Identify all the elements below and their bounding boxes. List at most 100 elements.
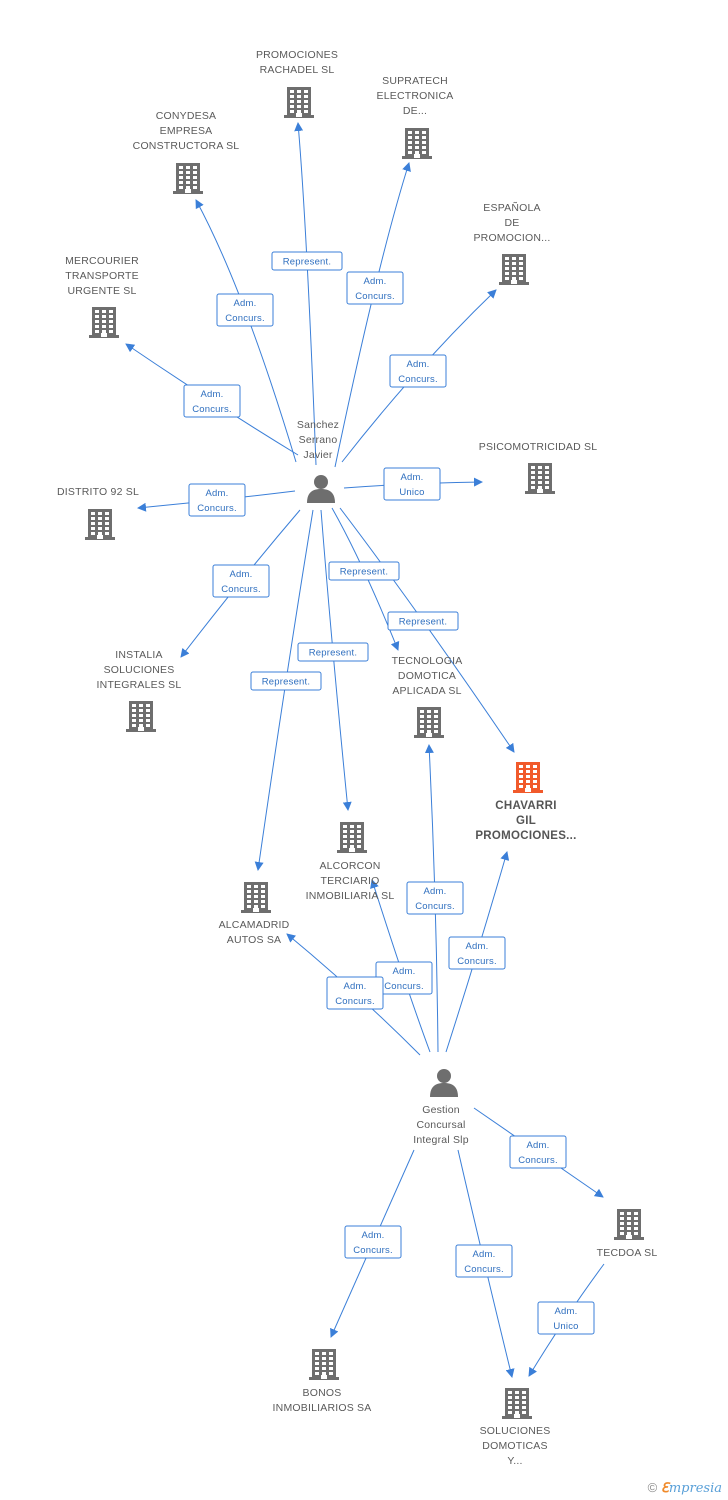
edge-label-box [448, 936, 506, 970]
edge-label-sanchez-to-conydesa[interactable]: Adm.Concurs. [216, 293, 274, 327]
edge-label-box [344, 1225, 402, 1259]
edge-label-text: Adm. [201, 389, 224, 400]
building-icon [126, 701, 156, 732]
empresia-logo[interactable]: ℇmpresia [660, 1481, 722, 1496]
edge-label-text: Represent. [309, 648, 357, 659]
copyright-icon: © [647, 1480, 658, 1495]
node-label: ELECTRONICA [377, 90, 454, 102]
edge-label-box [326, 976, 384, 1010]
edge-label-gestion-to-alcamadrid[interactable]: Adm.Concurs. [326, 976, 384, 1010]
edge-label-gestion-to-bonos[interactable]: Adm. Concurs. [344, 1225, 402, 1259]
node-supratech[interactable]: SUPRATECH ELECTRONICA DE... [377, 75, 454, 159]
node-distrito92[interactable]: DISTRITO 92 SL [57, 486, 139, 540]
edge-label-box [297, 642, 369, 662]
building-icon [89, 307, 119, 338]
edge-label-sanchez-to-instalia[interactable]: Adm.Concurs. [212, 564, 270, 598]
node-tecdoa[interactable]: TECDOA SL [597, 1209, 658, 1259]
building-icon [309, 1349, 339, 1380]
edge-label-sanchez-to-alcamadrid[interactable]: Represent. [250, 671, 322, 691]
edge-label-text: Adm. [407, 359, 430, 370]
edge-label-sanchez-to-supratech[interactable]: Adm.Concurs. [346, 271, 404, 305]
node-label: SOLUCIONES [480, 1425, 551, 1437]
node-label: EMPRESA [160, 125, 213, 137]
node-espanola[interactable]: ESPAÑOLADEPROMOCION... [473, 201, 550, 285]
edge-label-box [509, 1135, 567, 1169]
edge-label-box [216, 293, 274, 327]
edge-label-box [406, 881, 464, 915]
edge-label-text: Concurs. [192, 404, 232, 415]
node-label: DE... [403, 105, 427, 117]
edge-label-text: Concurs. [353, 1245, 393, 1256]
edge-label-gestion-to-alcorcon[interactable]: Adm.Concurs. [375, 961, 433, 995]
node-psicomotricidad[interactable]: PSICOMOTRICIDAD SL [479, 441, 598, 494]
edge-label-sanchez-to-espanola[interactable]: Adm.Concurs. [389, 354, 447, 388]
node-label: DE [505, 217, 520, 229]
node-label: ALCORCON [319, 860, 380, 872]
edge-label-text: Represent. [399, 617, 447, 628]
building-icon [513, 762, 543, 793]
edge-label-text: Adm. [393, 966, 416, 977]
building-icon [502, 1388, 532, 1419]
node-label: TECNOLOGIA [392, 655, 463, 667]
edges-layer [125, 122, 605, 1378]
edge-label-text: Adm. [364, 276, 387, 287]
edge-label-box [537, 1301, 595, 1335]
node-chavarri[interactable]: CHAVARRIGILPROMOCIONES... [475, 762, 576, 842]
edge-label-gestion-to-soluciones[interactable]: Adm.Concurs. [455, 1244, 513, 1278]
edge-label-text: Adm. [424, 886, 447, 897]
edge-label-sanchez-to-mercourier[interactable]: Adm. Concurs. [183, 384, 241, 418]
node-label: RACHADEL SL [260, 64, 335, 76]
edge-label-sanchez-to-tecnologia[interactable]: Represent. [328, 561, 400, 581]
edge-label-text: Unico [553, 1321, 578, 1332]
node-soluciones[interactable]: SOLUCIONESDOMOTICASY... [480, 1388, 551, 1467]
edge-label-box [346, 271, 404, 305]
edge-label-text: Adm. [401, 472, 424, 483]
building-icon [85, 509, 115, 540]
edge-label-sanchez-to-promociones_rachadel[interactable]: Represent. [271, 251, 343, 271]
edge-label-gestion-to-chavarri[interactable]: Adm.Concurs. [448, 936, 506, 970]
edge-sanchez-to-promociones_rachadel [294, 122, 317, 466]
building-icon [499, 254, 529, 285]
nodes-layer: SanchezSerranoJavierGestionConcursalInte… [57, 49, 657, 1467]
edge-label-gestion-to-tecdoa[interactable]: Adm.Concurs. [509, 1135, 567, 1169]
edge-label-text: Adm. [206, 488, 229, 499]
node-label: INSTALIA [115, 649, 163, 661]
node-label: DOMOTICA [398, 670, 456, 682]
edge-label-sanchez-to-alcorcon[interactable]: Represent. [297, 642, 369, 662]
edge-label-text: Adm. [362, 1230, 385, 1241]
edge-label-text: Represent. [340, 567, 388, 578]
node-label: AUTOS SA [227, 934, 282, 946]
edge-label-text: Represent. [283, 257, 331, 268]
node-label: DOMOTICAS [482, 1440, 547, 1452]
building-icon [525, 463, 555, 494]
node-label: PSICOMOTRICIDAD SL [479, 441, 598, 453]
edge-label-sanchez-to-distrito92[interactable]: Adm.Concurs. [188, 483, 246, 517]
building-icon [614, 1209, 644, 1240]
edge-label-sanchez-to-chavarri[interactable]: Represent. [387, 611, 459, 631]
node-label: SUPRATECH [382, 75, 448, 87]
edge-label-tecdoa-to-soluciones[interactable]: Adm.Unico [537, 1301, 595, 1335]
edge-label-gestion-to-tecnologia[interactable]: Adm.Concurs. [406, 881, 464, 915]
node-label: URGENTE SL [67, 285, 136, 297]
node-label: Serrano [299, 434, 338, 446]
edge-label-text: Concurs. [457, 956, 497, 967]
edge-label-text: Adm. [527, 1140, 550, 1151]
building-icon [402, 128, 432, 159]
edge-label-text: Adm. [234, 298, 257, 309]
node-label: MERCOURIER [65, 255, 139, 267]
node-label: SOLUCIONES [104, 664, 175, 676]
edge-label-box [271, 251, 343, 271]
edge-label-box [250, 671, 322, 691]
node-label: CONSTRUCTORA SL [133, 140, 240, 152]
edge-label-sanchez-to-psicomotricidad[interactable]: Adm.Unico [383, 467, 441, 501]
